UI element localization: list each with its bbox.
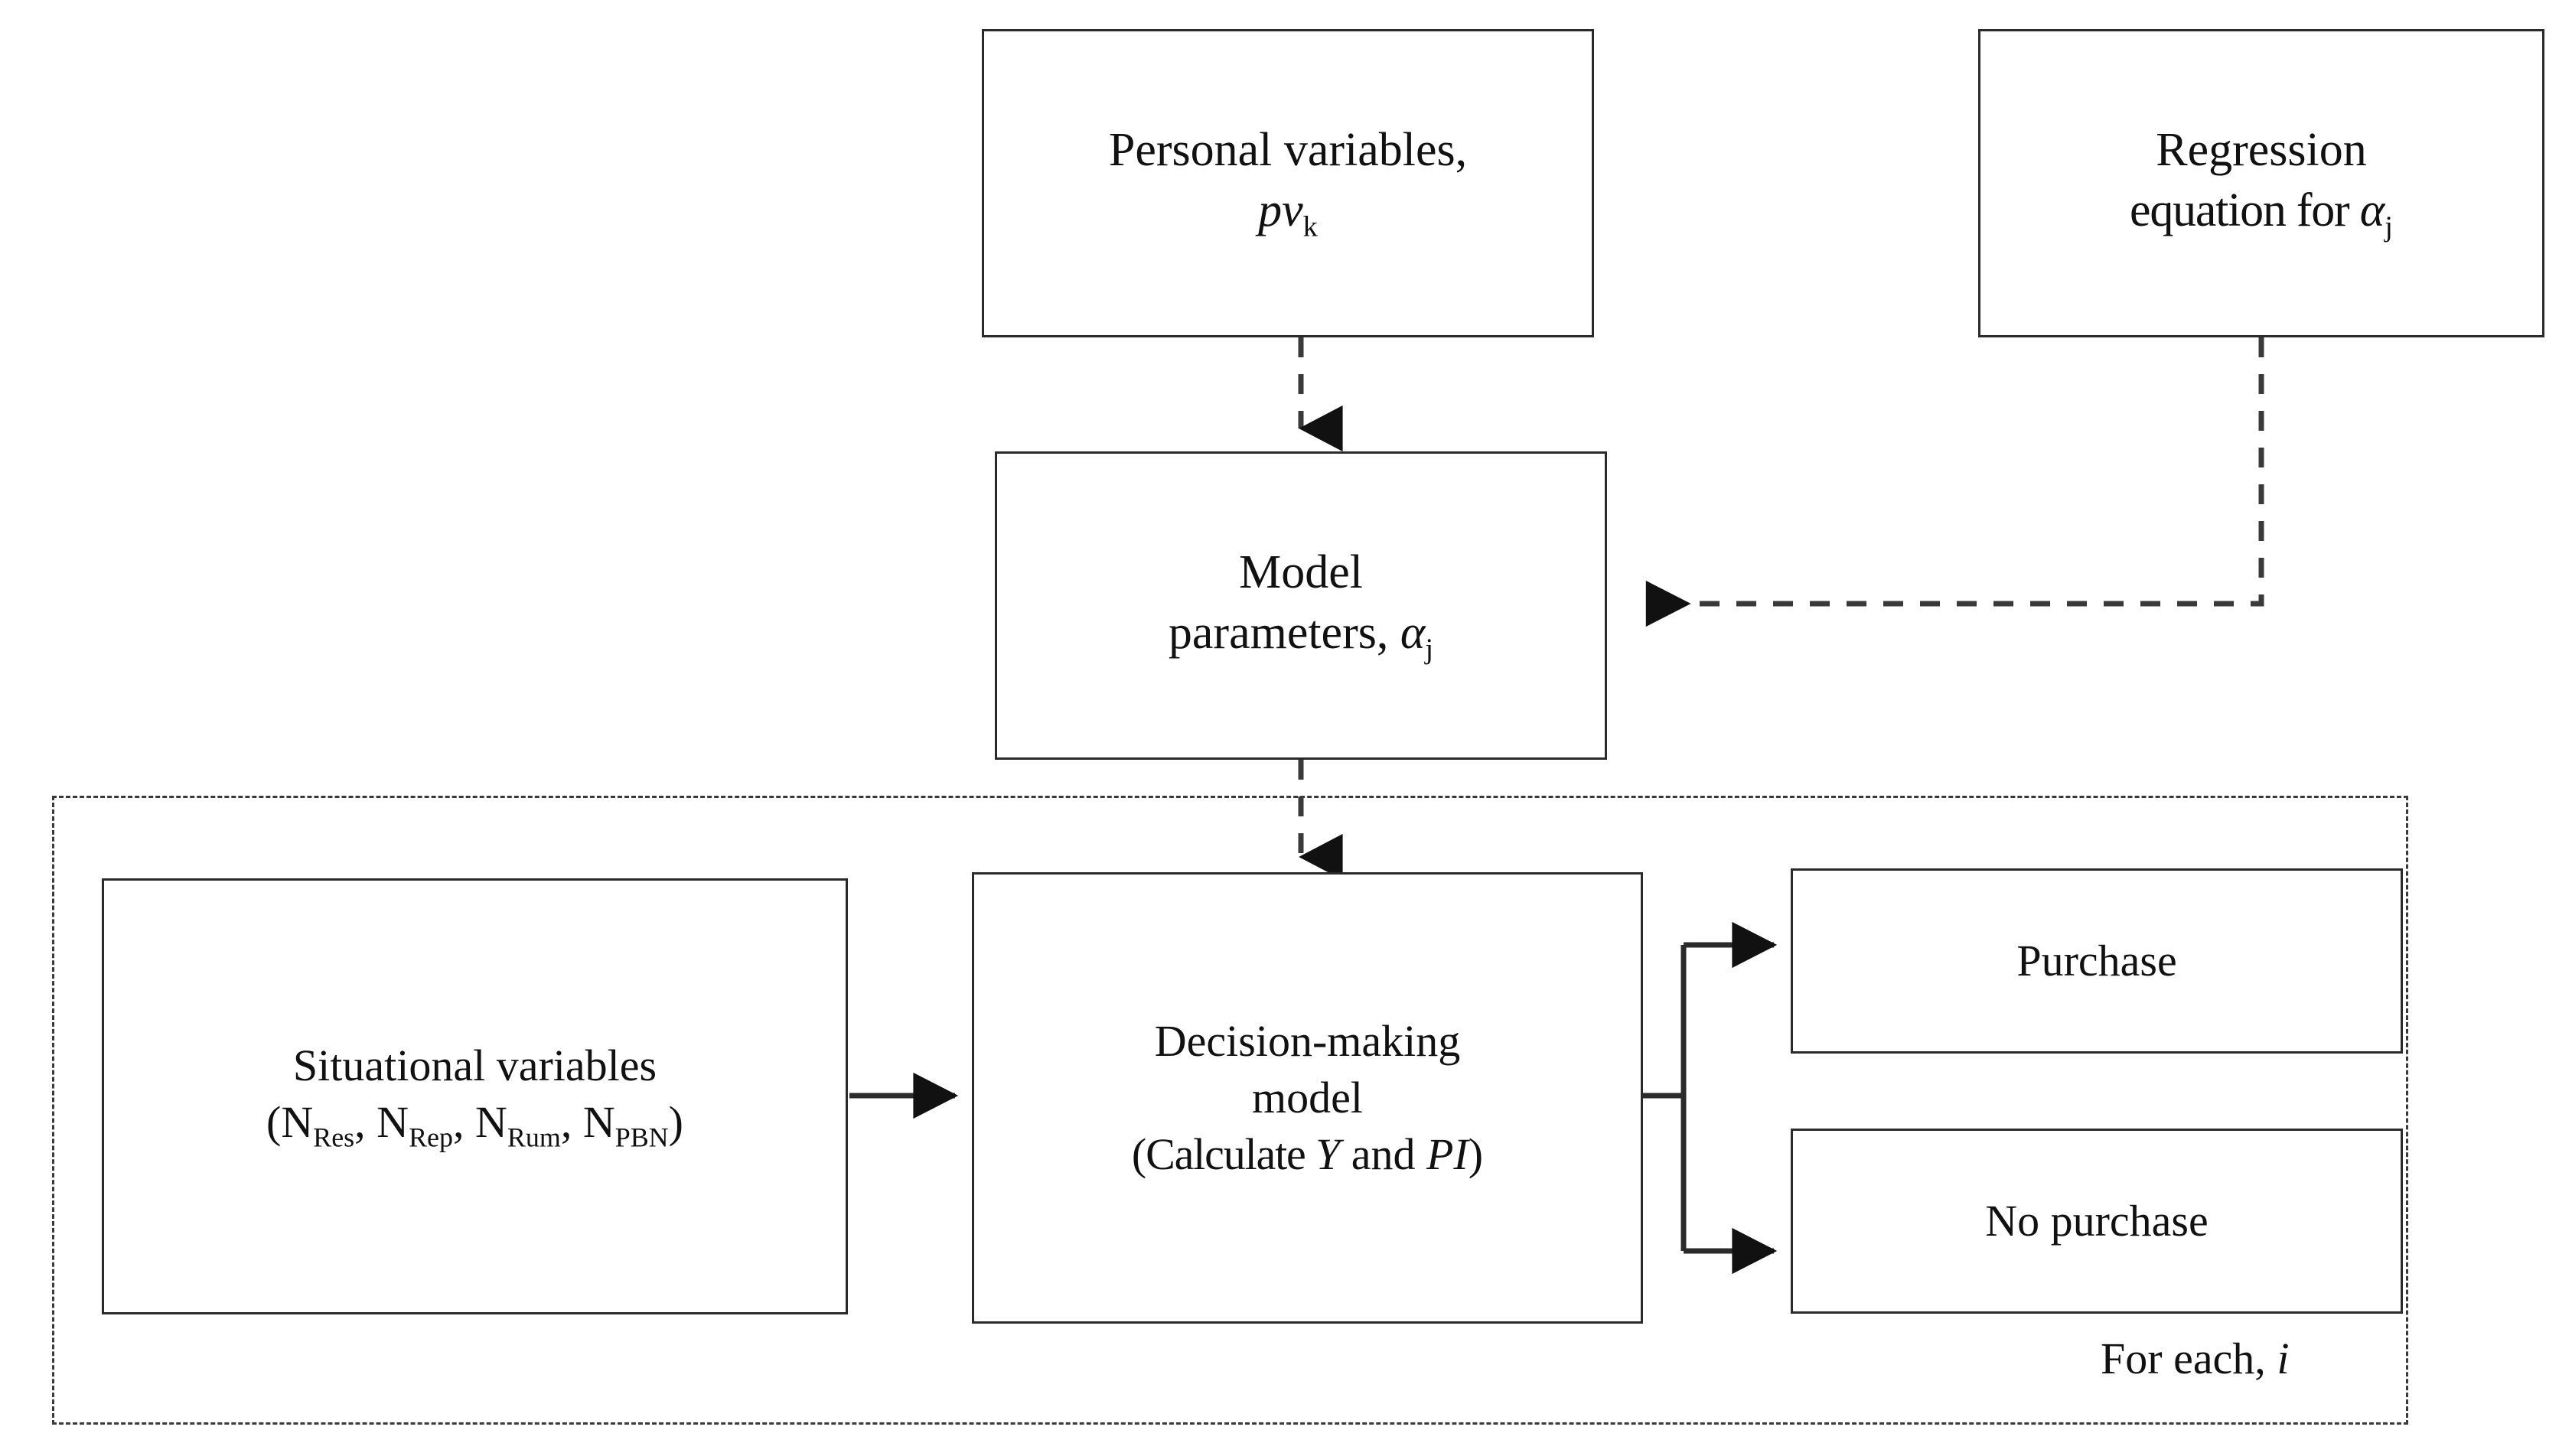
var-n-pbn: NPBN <box>582 1097 669 1153</box>
node-regression-equation[interactable]: Regression equation for αj <box>1978 29 2544 337</box>
close-paren: ) <box>668 1097 683 1148</box>
loop-label-prefix: For each, <box>2101 1334 2277 1383</box>
model-parameters-line2-prefix: parameters, <box>1168 607 1400 660</box>
model-parameters-alpha: α <box>1400 607 1426 660</box>
situational-variables-text: Situational variables (NRes, NRep, NRum,… <box>104 1037 846 1155</box>
node-model-parameters[interactable]: Model parameters, αj <box>995 451 1607 760</box>
personal-variables-subscript: k <box>1302 210 1318 243</box>
var-n-rum-subscript: Rum <box>507 1122 561 1153</box>
model-parameters-subscript: j <box>1425 633 1434 666</box>
no-purchase-label: No purchase <box>1985 1195 2209 1246</box>
var-n-res: NRes <box>281 1097 355 1153</box>
var-n-rep: NRep <box>377 1097 453 1153</box>
decision-model-line1: Decision-making <box>1154 1015 1461 1066</box>
node-personal-variables[interactable]: Personal variables, pvk <box>982 29 1594 337</box>
sep-3: , <box>560 1097 572 1148</box>
edge-regression-equation-to-model-parameters <box>1645 337 2264 627</box>
decision-model-line2: model <box>1252 1072 1363 1122</box>
loop-container-label: For each, i <box>2101 1333 2289 1384</box>
decision-model-output-pi: PI <box>1426 1129 1469 1180</box>
personal-variables-text: Personal variables, pvk <box>984 120 1592 246</box>
regression-equation-text: Regression equation for αj <box>1980 120 2542 246</box>
decision-model-line3-suffix: ) <box>1468 1129 1484 1180</box>
model-parameters-line1: Model <box>1239 546 1363 599</box>
regression-equation-subscript: j <box>2385 210 2393 243</box>
decision-model-text: Decision-making model (Calculate Y and P… <box>974 1013 1641 1184</box>
var-n-rum: NRum <box>474 1097 561 1153</box>
loop-container-for-each <box>52 796 2408 1425</box>
situational-variables-vars: (NRes, NRep, NRum, NPBN) <box>266 1097 683 1153</box>
var-n-rep-subscript: Rep <box>409 1122 453 1153</box>
model-parameters-text: Model parameters, αj <box>997 542 1605 669</box>
decision-model-line3-mid: and <box>1340 1129 1426 1180</box>
purchase-label: Purchase <box>2016 935 2177 985</box>
decision-model-line3-prefix: (Calculate <box>1131 1129 1315 1180</box>
regression-equation-line2-prefix: equation for <box>2130 184 2360 237</box>
personal-variables-line1: Personal variables, <box>1108 124 1468 177</box>
open-paren: ( <box>266 1097 282 1148</box>
decision-model-output-y: Y <box>1315 1129 1341 1180</box>
sep-2: , <box>452 1097 465 1148</box>
var-n-pbn-subscript: PBN <box>614 1122 669 1153</box>
node-no-purchase[interactable]: No purchase <box>1791 1129 2403 1314</box>
loop-label-index: i <box>2277 1334 2290 1383</box>
var-n-res-subscript: Res <box>313 1122 355 1153</box>
node-situational-variables[interactable]: Situational variables (NRes, NRep, NRum,… <box>102 878 848 1314</box>
regression-equation-alpha: α <box>2359 184 2385 237</box>
regression-equation-line1: Regression <box>2156 124 2367 177</box>
situational-variables-line1: Situational variables <box>292 1041 657 1091</box>
sep-1: , <box>354 1097 366 1148</box>
node-purchase[interactable]: Purchase <box>1791 868 2403 1054</box>
node-decision-model[interactable]: Decision-making model (Calculate Y and P… <box>972 872 1643 1324</box>
personal-variables-symbol: pvk <box>1258 184 1318 243</box>
